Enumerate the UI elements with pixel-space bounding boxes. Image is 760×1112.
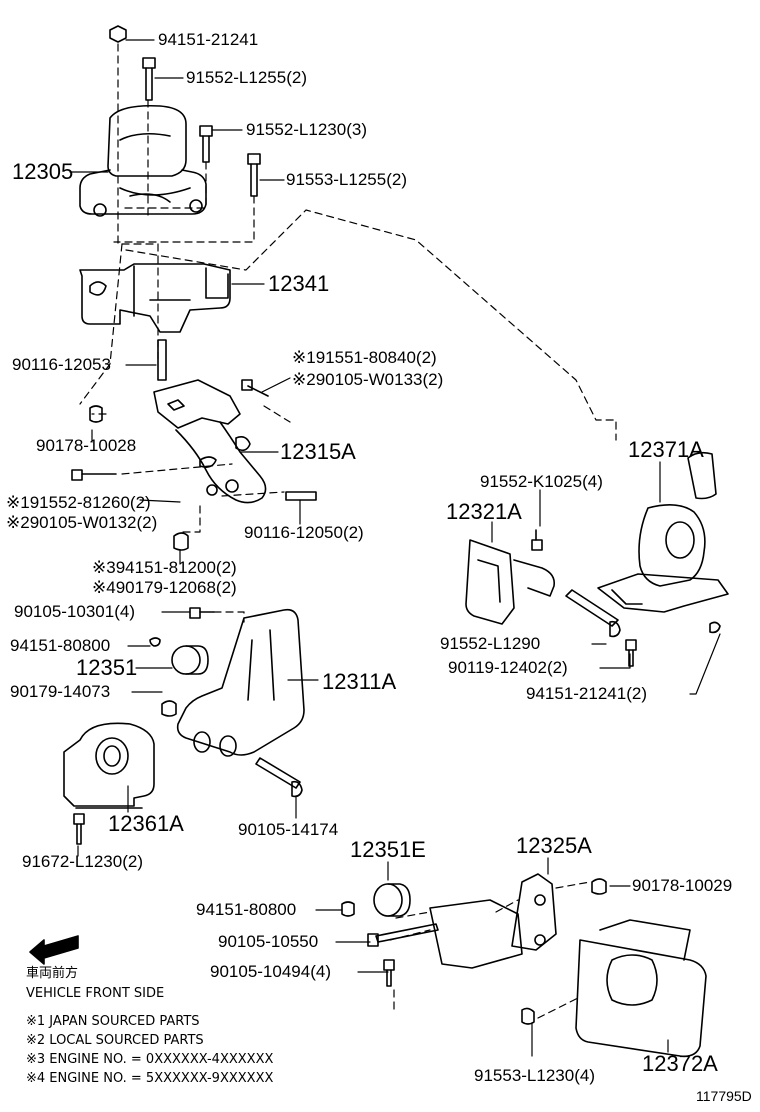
vehicle-front-arrow-icon <box>29 935 79 965</box>
part-label-12361a[interactable]: 12361A <box>108 811 184 836</box>
part-label-90105-w0133[interactable]: ※290105-W0133(2) <box>292 370 444 389</box>
part-label-90105-14174[interactable]: 90105-14174 <box>238 820 339 839</box>
lower-mount-assembly-shape <box>341 873 707 1058</box>
part-label-91553-l1255[interactable]: 91553-L1255(2) <box>286 170 407 189</box>
stopper-12361a-shape <box>63 722 155 845</box>
part-label-90119-12402[interactable]: 90119-12402(2) <box>448 658 568 677</box>
part-label-94151-81200[interactable]: ※394151-81200(2) <box>92 558 237 577</box>
engine-mount-12305-shape <box>79 25 261 217</box>
part-label-12325a[interactable]: 12325A <box>516 833 592 858</box>
vehicle-front-label-jp: 車両前方 <box>26 966 79 981</box>
part-label-94151-21241[interactable]: 94151-21241 <box>158 30 259 49</box>
note-local-sourced: ※2 LOCAL SOURCED PARTS <box>26 1033 204 1048</box>
part-label-90178-10028[interactable]: 90178-10028 <box>36 436 137 455</box>
part-label-90116-12050[interactable]: 90116-12050(2) <box>244 523 364 542</box>
vehicle-front-label: VEHICLE FRONT SIDE <box>26 986 165 1001</box>
part-label-91552-l1255[interactable]: 91552-L1255(2) <box>186 68 307 87</box>
part-label-91672-l1230[interactable]: 91672-L1230(2) <box>22 852 143 871</box>
bracket-12321a-shape <box>465 529 556 625</box>
part-label-90105-10494[interactable]: 90105-10494(4) <box>210 962 331 981</box>
part-label-94151-21241-2[interactable]: 94151-21241(2) <box>526 684 647 703</box>
bracket-12311a-shape <box>176 608 305 798</box>
part-label-94151-80800-b[interactable]: 94151-80800 <box>196 900 297 919</box>
part-label-90179-14073[interactable]: 90179-14073 <box>10 682 111 701</box>
part-label-12341[interactable]: 12341 <box>268 271 330 296</box>
part-label-90105-10550[interactable]: 90105-10550 <box>218 932 319 951</box>
part-label-91551-80840[interactable]: ※191551-80840(2) <box>292 348 437 367</box>
bracket-12315a-shape <box>71 339 317 551</box>
part-label-90179-12068[interactable]: ※490179-12068(2) <box>92 578 237 597</box>
part-label-91552-k1025[interactable]: 91552-K1025(4) <box>480 472 603 491</box>
dashed-guide-lines <box>79 43 617 1019</box>
note-japan-sourced: ※1 JAPAN SOURCED PARTS <box>26 1014 200 1029</box>
part-label-12351e[interactable]: 12351E <box>350 837 426 862</box>
part-label-12321a[interactable]: 12321A <box>446 499 522 524</box>
part-label-90116-12053[interactable]: 90116-12053 <box>12 355 111 374</box>
part-label-94151-80800-a[interactable]: 94151-80800 <box>10 636 111 655</box>
part-label-91552-81260[interactable]: ※191552-81260(2) <box>6 493 151 512</box>
bracket-12341-shape <box>79 263 231 333</box>
part-label-12305[interactable]: 12305 <box>12 159 74 184</box>
part-label-12315a[interactable]: 12315A <box>280 439 356 464</box>
note-engine-no-4: ※4 ENGINE NO. = 5XXXXXX-9XXXXXX <box>26 1071 274 1086</box>
part-label-91552-l1230[interactable]: 91552-L1230(3) <box>246 120 367 139</box>
part-label-12371a[interactable]: 12371A <box>628 437 704 462</box>
part-label-91552-l1290[interactable]: 91552-L1290 <box>440 634 541 653</box>
part-label-90105-w0132[interactable]: ※290105-W0132(2) <box>6 513 158 532</box>
part-label-91553-l1230[interactable]: 91553-L1230(4) <box>474 1066 595 1085</box>
part-label-12372a[interactable]: 12372A <box>642 1051 718 1076</box>
leader-lines <box>69 39 721 1057</box>
part-label-90105-10301[interactable]: 90105-10301(4) <box>14 602 135 621</box>
bushing-12351-shape <box>149 607 215 717</box>
part-label-12351[interactable]: 12351 <box>76 655 138 680</box>
diagram-id: 117795D <box>696 1088 752 1104</box>
note-engine-no-3: ※3 ENGINE NO. = 0XXXXXX-4XXXXXX <box>26 1052 274 1067</box>
part-label-12311a[interactable]: 12311A <box>322 669 397 694</box>
mount-12371a-shape <box>565 451 729 667</box>
part-label-90178-10029[interactable]: 90178-10029 <box>632 876 733 895</box>
